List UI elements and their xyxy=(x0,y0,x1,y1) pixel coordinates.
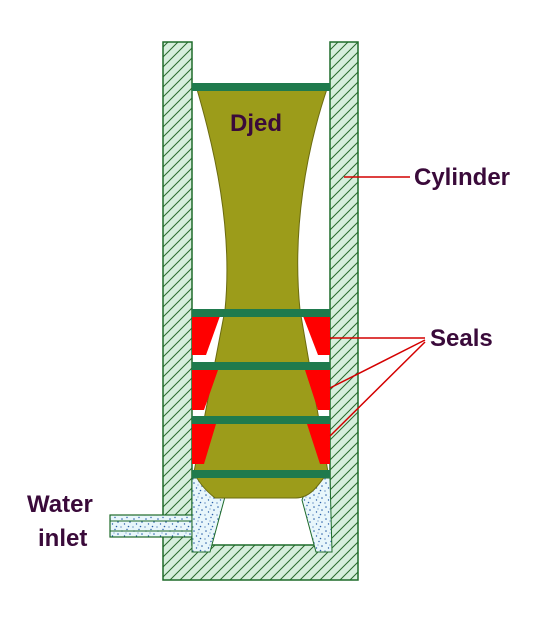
plate xyxy=(192,362,330,370)
water-inlet-pipe xyxy=(109,514,193,538)
seal xyxy=(305,370,330,410)
water-inlet-label-line1: Water xyxy=(27,491,93,518)
djed-body xyxy=(193,85,329,499)
plates-group xyxy=(192,83,330,478)
seals-leader xyxy=(329,341,426,437)
cylinder-label: Cylinder xyxy=(414,164,510,191)
djed-top-plate xyxy=(192,83,330,91)
djed-label: Djed xyxy=(230,110,282,137)
seal xyxy=(307,424,330,464)
water-inlet-label-line2: inlet xyxy=(38,525,87,552)
seal xyxy=(192,424,216,464)
seal xyxy=(303,316,330,355)
seals-leader xyxy=(329,339,426,389)
seal xyxy=(192,316,220,355)
plate xyxy=(192,416,330,424)
plate xyxy=(192,309,330,317)
seals-group xyxy=(192,316,330,464)
plate xyxy=(192,470,330,478)
seals-label: Seals xyxy=(430,325,493,352)
seal xyxy=(192,370,218,410)
